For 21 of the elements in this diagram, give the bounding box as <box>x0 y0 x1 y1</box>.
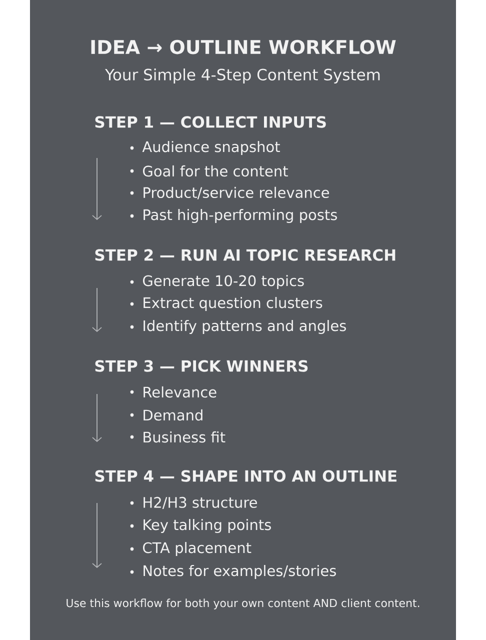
bullet-item: Key talking points <box>144 518 271 534</box>
bullet-item: Audience snapshot <box>142 140 280 156</box>
bullet-item: H2/H3 structure <box>144 496 257 510</box>
step-heading: STEP 1 — COLLECT INPUTS <box>95 116 326 128</box>
bullet-item: Business fit <box>144 431 226 443</box>
step-heading: STEP 4 — SHAPE INTO AN OUTLINE <box>95 470 396 482</box>
bullet-item: CTA placement <box>143 542 252 556</box>
bullet-item: Relevance <box>144 386 216 398</box>
step-heading: STEP 3 — PICK WINNERS <box>95 360 308 372</box>
title: IDEA → OUTLINE WORKFLOW <box>91 40 396 54</box>
caption: Use this workflow for both your own content AND client content. <box>66 598 420 610</box>
bullet-item: Extract question clusters <box>144 296 322 312</box>
bullet-item: Past high-performing posts <box>144 208 337 224</box>
bullet-item: Generate 10-20 topics <box>143 274 304 290</box>
bullet-item: Notes for examples/stories <box>144 564 336 580</box>
bullet-item: Goal for the content <box>143 165 288 177</box>
bullet-item: Product/service relevance <box>144 186 329 200</box>
bullet-item: Demand <box>144 409 202 421</box>
step-heading: STEP 2 — RUN AI TOPIC RESEARCH <box>95 249 396 261</box>
bullet-item: Identify patterns and angles <box>144 320 346 334</box>
subtitle: Your Simple 4-Step Content System <box>105 68 380 84</box>
